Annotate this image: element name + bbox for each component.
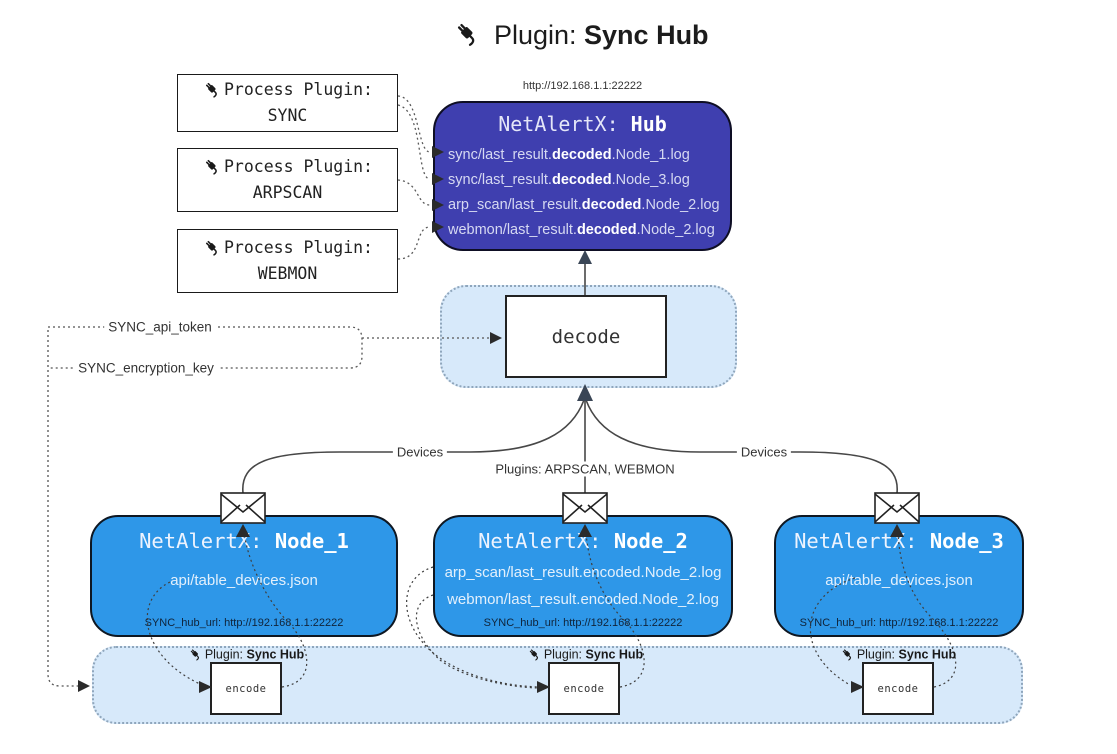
hub-title: NetAlertX: Hub xyxy=(498,112,667,136)
encode-box: encode xyxy=(210,662,282,715)
hub-log-line: webmon/last_result.decoded.Node_2.log xyxy=(448,222,715,238)
connector-arpscan-to-log xyxy=(397,179,431,206)
plug-icon xyxy=(188,647,203,662)
process-plugin-box-sync: Process Plugin: SYNC xyxy=(177,74,398,132)
decode-box: decode xyxy=(505,295,667,378)
node-hub-url: SYNC_hub_url: http://192.168.1.1:22222 xyxy=(799,617,999,629)
plug-icon xyxy=(527,647,542,662)
process-plugin-name: ARPSCAN xyxy=(252,183,323,202)
node-hub-url: SYNC_hub_url: http://192.168.1.1:22222 xyxy=(483,617,683,629)
hub-log-line: sync/last_result.decoded.Node_1.log xyxy=(448,147,690,163)
node-3-box: NetAlertX: Node_3 api/table_devices.json… xyxy=(774,515,1024,637)
process-plugin-label: Process Plugin: xyxy=(202,154,373,180)
connector-webmon-to-log xyxy=(397,226,431,260)
encode-plugin-label: Plugin: Sync Hub xyxy=(840,647,956,662)
arrowhead xyxy=(78,680,90,692)
devices-right-label: Devices xyxy=(736,444,792,460)
encode-plugin-label: Plugin: Sync Hub xyxy=(188,647,304,662)
plugins-mid-label: Plugins: ARPSCAN, WEBMON xyxy=(491,461,679,477)
hub-box: NetAlertX: Hub sync/last_result.decoded.… xyxy=(433,101,732,251)
sync-encryption-key-label: SYNC_encryption_key xyxy=(74,360,218,376)
hub-log-line: sync/last_result.decoded.Node_3.log xyxy=(448,172,690,188)
node-title: NetAlertX: Node_3 xyxy=(794,529,1004,553)
connector-sync-to-node1 xyxy=(397,95,431,153)
node-file: arp_scan/last_result.encoded.Node_2.log xyxy=(444,564,722,581)
encode-plugin-label: Plugin: Sync Hub xyxy=(527,647,643,662)
title-name: Sync Hub xyxy=(584,20,709,50)
connector-sync-to-node3 xyxy=(397,104,431,180)
arrowhead-into-hub xyxy=(578,250,592,264)
node-1-box: NetAlertX: Node_1 api/table_devices.json… xyxy=(90,515,398,637)
process-plugin-box-webmon: Process Plugin: WEBMON xyxy=(177,229,398,293)
encode-box: encode xyxy=(862,662,934,715)
process-plugin-name: SYNC xyxy=(267,106,308,125)
hub-url-label: http://192.168.1.1:22222 xyxy=(522,80,643,92)
process-plugin-box-arpscan: Process Plugin: ARPSCAN xyxy=(177,148,398,212)
node-title: NetAlertX: Node_2 xyxy=(478,529,688,553)
node-hub-url: SYNC_hub_url: http://192.168.1.1:22222 xyxy=(144,617,344,629)
page-title: Plugin: Sync Hub xyxy=(44,18,1117,51)
plug-icon xyxy=(840,647,855,662)
node-file: api/table_devices.json xyxy=(825,572,973,589)
devices-left-label: Devices xyxy=(392,444,448,460)
process-plugin-label: Process Plugin: xyxy=(202,77,373,103)
plug-icon xyxy=(202,79,222,99)
encode-box: encode xyxy=(548,662,620,715)
plug-icon xyxy=(202,237,222,257)
node-title: NetAlertX: Node_1 xyxy=(139,529,349,553)
node-file: api/table_devices.json xyxy=(170,572,318,589)
process-plugin-label: Process Plugin: xyxy=(202,235,373,261)
hub-log-line: arp_scan/last_result.decoded.Node_2.log xyxy=(448,197,720,213)
node-2-box: NetAlertX: Node_2 arp_scan/last_result.e… xyxy=(433,515,733,637)
connector-key-to-encode-panel xyxy=(47,330,80,687)
process-plugin-name: WEBMON xyxy=(257,264,318,283)
plug-icon xyxy=(452,18,482,48)
node-file: webmon/last_result.encoded.Node_2.log xyxy=(447,591,719,608)
plug-icon xyxy=(202,156,222,176)
sync-api-token-label: SYNC_api_token xyxy=(104,319,216,335)
title-label: Plugin: xyxy=(493,20,577,50)
